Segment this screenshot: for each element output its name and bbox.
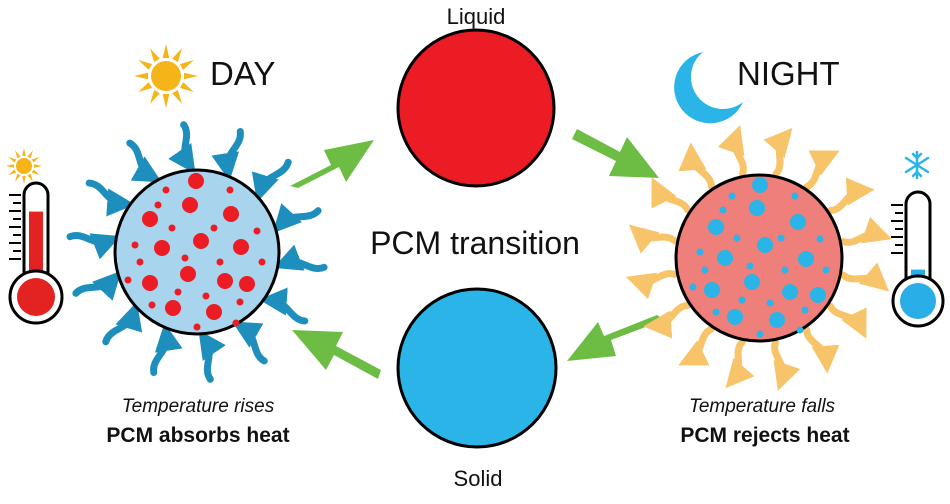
sun-icon — [134, 44, 198, 108]
right-caption-bold: PCM rejects heat — [680, 424, 850, 447]
solid-particles — [689, 177, 830, 338]
moon-icon — [674, 52, 743, 124]
hot-thermometer — [8, 181, 64, 325]
sun-icon — [6, 148, 42, 184]
cycle-arrow-to-solid — [567, 315, 664, 361]
right-caption-italic: Temperature falls — [688, 396, 836, 417]
cycle-arrow-to-liquid — [290, 140, 374, 188]
solid-sphere — [396, 287, 558, 449]
snowflake-icon — [904, 150, 930, 180]
center-title: PCM transition — [370, 225, 580, 261]
cycle-arrow-to-day — [292, 330, 381, 379]
day-pcm-sphere — [113, 168, 281, 336]
heat-inflow-arrows — [66, 121, 328, 383]
liquid-droplets — [124, 173, 266, 331]
day-label: DAY — [210, 55, 276, 92]
cold-thermometer — [891, 190, 945, 328]
night-pcm-sphere — [674, 173, 844, 343]
left-caption-bold: PCM absorbs heat — [106, 424, 290, 447]
cycle-arrow-to-night — [572, 129, 659, 178]
night-label: NIGHT — [737, 55, 840, 92]
liquid-label: Liquid — [446, 4, 506, 29]
left-caption-italic: Temperature rises — [121, 396, 275, 417]
heat-outflow-arrows — [625, 124, 893, 392]
solid-label: Solid — [453, 466, 503, 491]
liquid-sphere — [396, 28, 556, 188]
